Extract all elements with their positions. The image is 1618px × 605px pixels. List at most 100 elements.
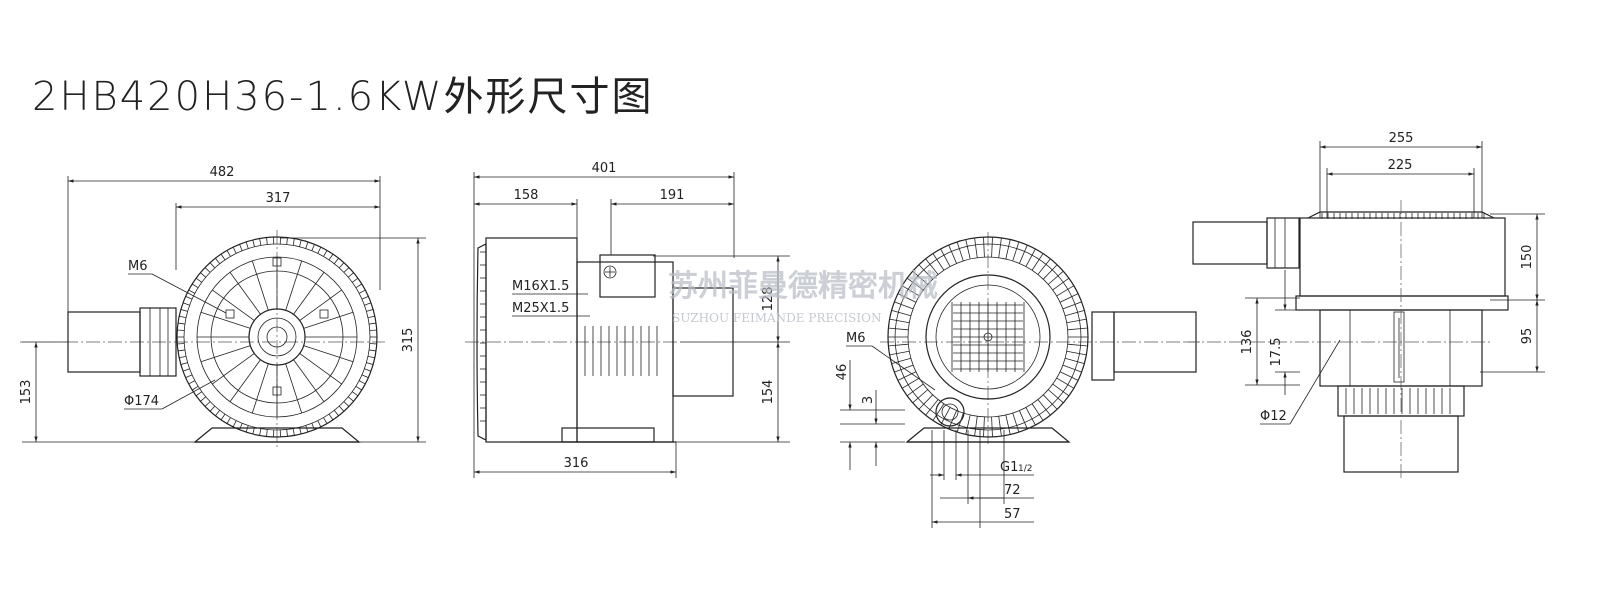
drawing-line (1031, 403, 1044, 421)
drawing-line (948, 244, 957, 264)
label-g-frac: 1/2 (1018, 464, 1032, 474)
drawing-line (1052, 277, 1070, 291)
drawing-line (1056, 377, 1075, 389)
drawing-line (1067, 343, 1088, 347)
drawing-line (901, 377, 920, 389)
label-phi12: Φ12 (1260, 409, 1287, 424)
drawing-line (303, 311, 354, 329)
drawing-line (974, 237, 978, 258)
drawing-line (894, 301, 914, 310)
drawing-line (188, 289, 196, 294)
drawing-line (1037, 399, 1051, 416)
dim-46: 46 (835, 364, 850, 381)
drawing-line (912, 270, 929, 285)
drawing-line (266, 237, 268, 245)
drawing-line (311, 244, 315, 251)
drawing-line (180, 309, 188, 312)
drawing-line (226, 250, 231, 257)
drawing-line (897, 293, 917, 303)
label-g: G1 (1000, 460, 1018, 475)
drawing-line (229, 272, 261, 315)
drawing-line (889, 318, 910, 324)
drawing-line (355, 385, 363, 391)
drawing-line (925, 258, 939, 275)
drawing-line (259, 428, 262, 436)
drawing-line (918, 394, 934, 410)
drawing-line (352, 391, 359, 397)
dim-316: 316 (564, 456, 589, 471)
drawing-line (1062, 301, 1082, 310)
dim-17-5: 17.5 (1269, 338, 1284, 367)
drawing-line (185, 295, 193, 300)
drawing-line (1066, 318, 1087, 324)
drawing-line (338, 405, 345, 412)
view-front: 482 317 315 153 M6 (19, 165, 426, 450)
view-side: 401 158 191 128 154 316 M16X1.5 M25X1.5 (465, 161, 790, 478)
drawing-line (209, 405, 216, 412)
dim-95: 95 (1520, 328, 1535, 345)
watermark-cn: 苏州菲曼德精密机械 (668, 269, 938, 304)
drawing-line (1005, 414, 1011, 435)
drawing-line (292, 238, 295, 246)
drawing-line (195, 391, 202, 397)
drawing-line (328, 253, 334, 261)
drawing-line (367, 355, 375, 359)
dim-57: 57 (1004, 507, 1021, 522)
drawing-line (1056, 285, 1075, 297)
drawing-line (1066, 350, 1087, 356)
drawing-line (347, 396, 354, 402)
drawing-line (889, 350, 910, 356)
drawing-line (906, 277, 924, 291)
drawing-line (369, 322, 377, 325)
drawing-line (1065, 310, 1085, 317)
drawing-line (209, 262, 216, 269)
drawing-line (220, 413, 226, 421)
drawing-line (358, 380, 366, 385)
drawing-line (317, 420, 322, 428)
drawing-line (299, 353, 342, 385)
drawing-line (1065, 357, 1085, 364)
drawing-line (185, 374, 193, 379)
drawing-line (305, 425, 309, 433)
drawing-line (177, 349, 185, 352)
drawing-line (323, 417, 328, 424)
dim-3: 3 (861, 396, 876, 404)
label-m25: M25X1.5 (512, 301, 569, 316)
drawing-line (998, 237, 1002, 258)
dim-191: 191 (660, 188, 685, 203)
dim-158: 158 (514, 188, 539, 203)
drawing-line (182, 302, 190, 306)
view-top: 255 225 150 95 136 17.5 (1185, 131, 1545, 480)
drawing-line (1025, 407, 1036, 426)
drawing-line (323, 250, 328, 257)
watermark-en: SUZHOU FEIMANDE PRECISION (672, 311, 881, 325)
drawing-line (355, 283, 363, 289)
drawing-line (195, 277, 202, 283)
drawing-line (204, 401, 211, 407)
dim-482: 482 (210, 165, 235, 180)
dim-401: 401 (592, 161, 617, 176)
drawing-line (293, 272, 325, 315)
drawing-line (177, 322, 185, 325)
drawing-line (286, 237, 288, 245)
drawing-line (251, 363, 269, 414)
drawing-line (932, 403, 945, 421)
drawing-line (1062, 364, 1082, 373)
drawing-line (182, 368, 190, 372)
drawing-line (965, 414, 971, 435)
drawing-line (991, 237, 993, 258)
drawing-line (232, 420, 237, 428)
drawing-line (1019, 244, 1028, 264)
drawing-line (252, 239, 255, 247)
drawing-line (956, 412, 964, 433)
dim-128: 128 (761, 287, 776, 312)
drawing-line (1037, 258, 1051, 275)
drawing-line (1052, 383, 1070, 397)
drawing-line (191, 385, 199, 391)
drawing-line (347, 272, 354, 278)
drawing-line (1031, 253, 1044, 271)
drawing-line (292, 428, 295, 436)
drawing-line (1047, 270, 1064, 285)
drawing-line (215, 257, 221, 264)
